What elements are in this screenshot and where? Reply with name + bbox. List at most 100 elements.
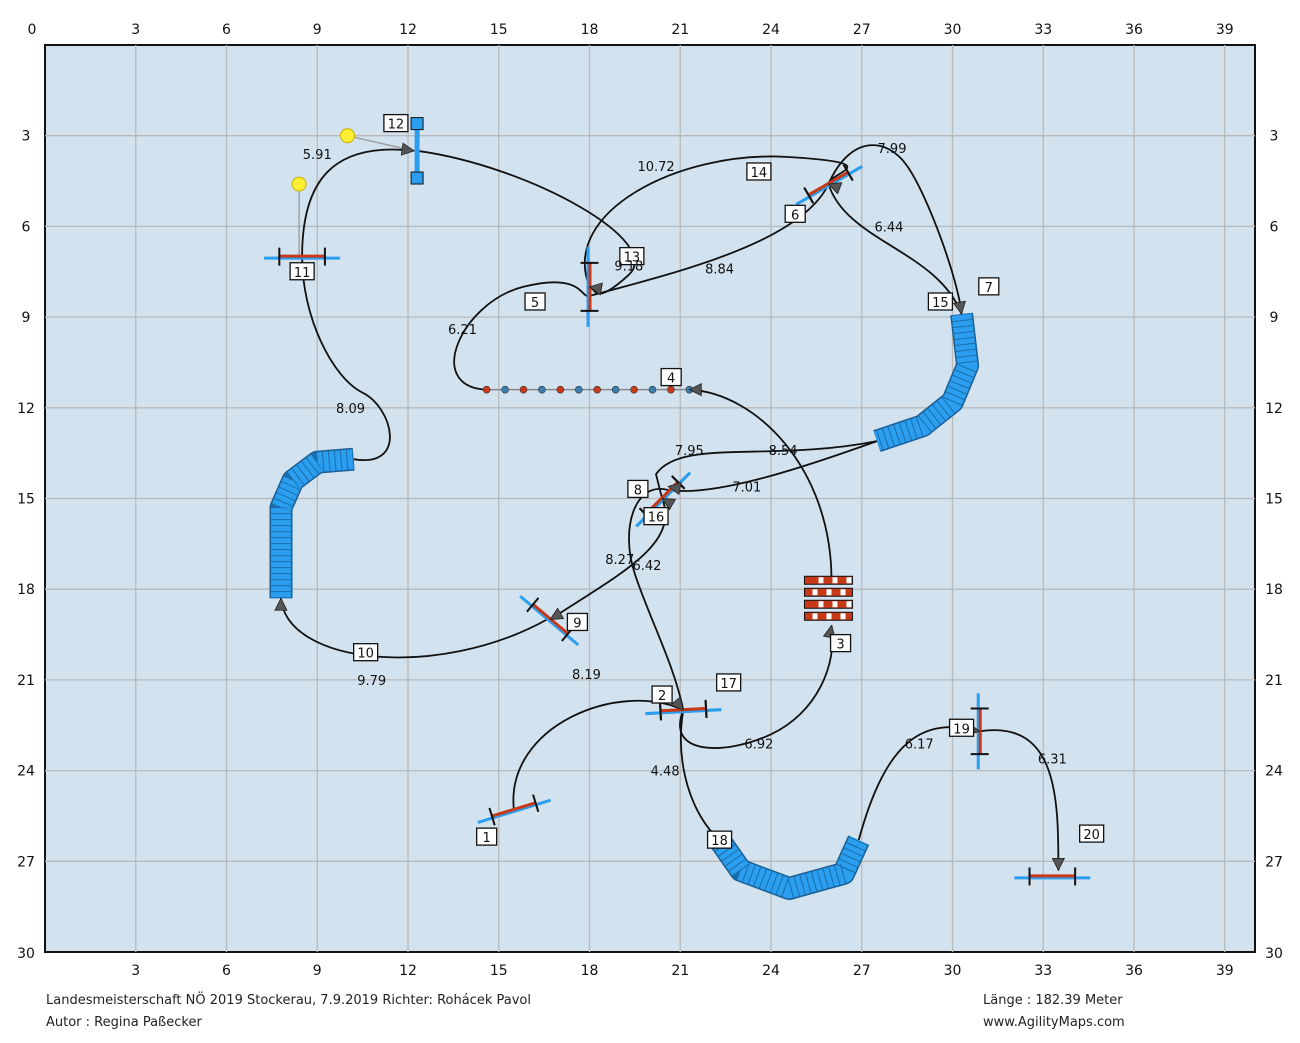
obstacle-number: 9 bbox=[573, 616, 581, 631]
weave-pole bbox=[611, 385, 620, 394]
weave-pole bbox=[630, 385, 638, 394]
x-tick-label-top: 12 bbox=[399, 22, 417, 38]
obstacle-number-box bbox=[619, 246, 645, 266]
path-arrowhead bbox=[274, 597, 288, 611]
obstacle-number: 16 bbox=[648, 511, 665, 526]
hurdle bbox=[1014, 867, 1091, 886]
wall-gap bbox=[826, 613, 832, 620]
obstacle-number-box bbox=[651, 685, 673, 704]
obstacle-number: 18 bbox=[711, 834, 728, 849]
hurdle-wing bbox=[488, 807, 496, 826]
distance-label: 8.19 bbox=[572, 668, 601, 683]
distance-label: 7.95 bbox=[675, 444, 704, 459]
obstacle-number-box bbox=[352, 643, 379, 662]
x-tick-label-top: 21 bbox=[671, 22, 689, 38]
x-tick-label-top: 24 bbox=[762, 22, 780, 38]
distance-label: 4.48 bbox=[651, 765, 680, 780]
y-tick-label-left: 18 bbox=[17, 582, 35, 598]
footer-website[interactable]: www.AgilityMaps.com bbox=[983, 1015, 1125, 1030]
path-arrowhead bbox=[827, 182, 843, 195]
x-tick-label-top: 36 bbox=[1125, 22, 1143, 38]
weave-pole bbox=[648, 385, 657, 394]
start-point bbox=[291, 176, 307, 192]
y-tick-label-left: 21 bbox=[17, 673, 35, 689]
weave-pole bbox=[667, 385, 675, 394]
x-tick-label-bottom: 12 bbox=[399, 963, 417, 979]
wall-gap bbox=[818, 601, 824, 608]
path-segment bbox=[664, 440, 878, 492]
path-arrowhead bbox=[670, 696, 684, 711]
obstacle-number-box bbox=[475, 827, 498, 846]
weave-pole bbox=[519, 385, 528, 394]
path-segment bbox=[679, 625, 834, 749]
path-arrowhead bbox=[688, 383, 702, 397]
y-tick-label-left: 15 bbox=[17, 492, 35, 508]
distance-label: 6.31 bbox=[1038, 753, 1067, 768]
hurdle-bar-red bbox=[807, 170, 849, 197]
hurdle-bar-blue bbox=[645, 708, 722, 716]
x-tick-label-top: 27 bbox=[853, 22, 871, 38]
hurdle-wing bbox=[671, 475, 686, 490]
obstacle-number: 5 bbox=[531, 296, 539, 311]
axis-labels: 3366991212151518182121242427273030333336… bbox=[17, 22, 1283, 979]
distance-label: 6.21 bbox=[448, 323, 477, 338]
path-arrow bbox=[400, 142, 415, 156]
path-arrow bbox=[661, 498, 677, 511]
obstacle-number-box bbox=[524, 292, 546, 311]
obstacle-number: 10 bbox=[357, 647, 374, 662]
path-segment bbox=[655, 440, 878, 499]
obstacle-number-box bbox=[746, 162, 772, 181]
obstacle-number-box bbox=[1079, 824, 1105, 843]
wall-gap bbox=[840, 613, 846, 620]
y-tick-label-right: 12 bbox=[1265, 401, 1283, 417]
y-tick-label-right: 27 bbox=[1265, 854, 1283, 870]
footer-author: Autor : Regina Paßecker bbox=[46, 1015, 202, 1030]
x-tick-label-top: 18 bbox=[581, 22, 599, 38]
x-tick-label-top: 30 bbox=[944, 22, 962, 38]
hurdle-bar-blue bbox=[477, 798, 552, 824]
path-arrowhead bbox=[952, 300, 966, 315]
path-segment bbox=[583, 155, 849, 288]
y-tick-label-right: 15 bbox=[1265, 492, 1283, 508]
wall-gap bbox=[846, 601, 852, 608]
x-tick-label-bottom: 24 bbox=[762, 963, 780, 979]
y-end-label-right: 30 bbox=[1265, 946, 1283, 962]
path-arrowhead bbox=[661, 498, 677, 511]
obstacle-number-box bbox=[706, 830, 733, 849]
y-tick-label-right: 9 bbox=[1270, 310, 1279, 326]
obstacle-number: 15 bbox=[932, 296, 949, 311]
obstacle-number: 2 bbox=[658, 689, 666, 704]
tunnel-18-ribs bbox=[711, 834, 868, 899]
path-arrow bbox=[588, 282, 603, 296]
hurdle-wing bbox=[532, 794, 540, 813]
weave-pole bbox=[501, 385, 509, 394]
x-tick-label-bottom: 36 bbox=[1125, 963, 1143, 979]
path-arrow bbox=[667, 482, 682, 496]
obstacle-number-box bbox=[566, 612, 589, 632]
obstacle-number-box bbox=[927, 292, 954, 311]
y-tick-label-left: 24 bbox=[17, 764, 35, 780]
y-end-label-left: 30 bbox=[17, 946, 35, 962]
hurdle bbox=[795, 164, 863, 206]
path-arrow bbox=[670, 696, 684, 711]
y-tick-label-left: 9 bbox=[22, 310, 31, 326]
weave-pole bbox=[593, 385, 602, 394]
wall-gap bbox=[832, 577, 838, 584]
x-tick-label-top: 3 bbox=[131, 22, 140, 38]
x-tick-label-bottom: 33 bbox=[1034, 963, 1052, 979]
hurdle-wing bbox=[704, 699, 708, 718]
distance-label: 6.44 bbox=[874, 220, 903, 235]
obstacle-number: 12 bbox=[388, 118, 405, 133]
hurdle-bar-blue bbox=[519, 595, 580, 647]
distance-label: 6.92 bbox=[744, 737, 773, 752]
obstacles bbox=[264, 117, 1091, 900]
weave-pole bbox=[482, 385, 491, 394]
weave-pole bbox=[574, 385, 583, 394]
path-arrowhead bbox=[400, 142, 415, 156]
table-end bbox=[410, 117, 424, 131]
obstacle-number-box bbox=[627, 479, 649, 499]
wall-gap bbox=[826, 589, 832, 596]
course-path bbox=[280, 128, 1060, 871]
obstacle-number: 8 bbox=[634, 483, 642, 498]
